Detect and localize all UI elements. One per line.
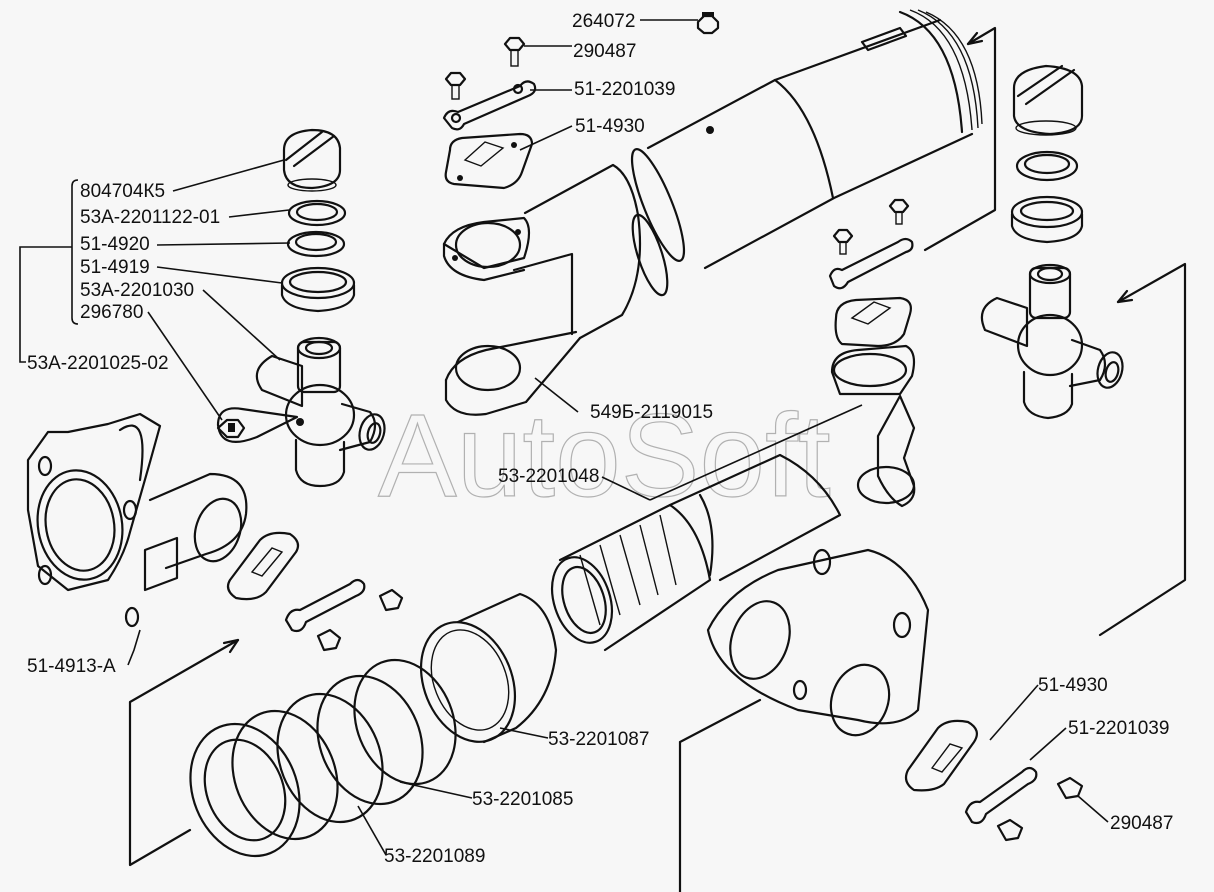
- tube-section: [630, 9, 983, 270]
- spider-right: [980, 263, 1124, 420]
- cover-plate-left: [226, 531, 300, 601]
- label-kit-cup: 51-4919: [80, 257, 150, 278]
- lock-plate-left: [284, 578, 366, 633]
- label-kit-seal: 53А-2201122-01: [80, 207, 220, 228]
- label-dust-cap: 53-2201087: [548, 729, 649, 750]
- label-lock-plate-top: 51-2201039: [574, 79, 675, 100]
- label-flange-yoke: 51-4913-А: [27, 656, 116, 677]
- lock-plate-bottom: [964, 766, 1038, 825]
- ring-left: [286, 230, 346, 258]
- label-kit-assembly: 53А-2201025-02: [27, 353, 169, 374]
- spider-left: [216, 336, 386, 488]
- watermark: AutoSoft: [378, 390, 831, 522]
- assembly-arrow-top: [923, 26, 997, 252]
- label-bolt-bottom: 290487: [1110, 813, 1173, 834]
- label-bolt-top: 290487: [573, 41, 636, 62]
- splined-shaft: [551, 453, 842, 652]
- cup-right: [1010, 195, 1084, 244]
- seal-rings-stack: [189, 658, 457, 858]
- label-kit-spider: 53А-2201030: [80, 280, 194, 301]
- assembly-bracket-bottom: [678, 698, 762, 892]
- grease-fitting-264072: [696, 12, 720, 35]
- leader-lines: [19, 19, 1109, 856]
- seal-left: [287, 199, 347, 227]
- bolt-top-left-2: [444, 71, 467, 100]
- label-kit-plug: 296780: [80, 302, 143, 323]
- label-seal-washer: 53-2201089: [384, 846, 485, 867]
- flange-yoke: [26, 412, 248, 628]
- slip-yoke: [442, 163, 669, 416]
- label-cover-top: 51-4930: [575, 116, 645, 137]
- bolts-mid-right: [828, 198, 914, 290]
- label-cover-bottom: 51-4930: [1038, 675, 1108, 696]
- bolt-top-left: [503, 36, 526, 67]
- cup-left: [280, 266, 356, 313]
- label-slip-yoke: 549Б-2119015: [590, 402, 713, 423]
- label-seal-ring: 53-2201085: [472, 789, 573, 810]
- bolts-left: [316, 588, 404, 652]
- cover-plate-top: [444, 132, 534, 190]
- label-lock-plate-bottom: 51-2201039: [1068, 718, 1169, 739]
- label-kit-ring: 51-4920: [80, 234, 150, 255]
- assembly-arrow-right: [1098, 262, 1187, 637]
- label-kit-cap: 804704К5: [80, 181, 165, 202]
- bolts-bottom-right: [996, 776, 1084, 842]
- label-grease-fitting: 264072: [572, 11, 635, 32]
- lock-plate-top: [442, 80, 537, 131]
- bearing-cap-right: [1012, 64, 1084, 136]
- cover-plate-bottom: [904, 719, 979, 792]
- assembly-arrow-bottom-left: [128, 638, 240, 867]
- dust-cap: [419, 592, 558, 744]
- bearing-cap-left: [282, 128, 342, 192]
- flange-yoke-right: [706, 296, 930, 737]
- seal-right: [1015, 150, 1079, 182]
- label-splined-shaft: 53-2201048: [498, 466, 599, 487]
